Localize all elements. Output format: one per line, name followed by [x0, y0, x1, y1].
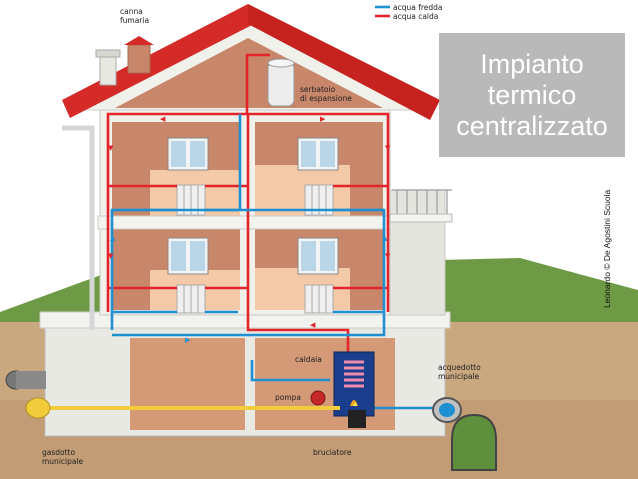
roof-left: [62, 4, 254, 118]
svg-text:▶: ▶: [320, 115, 326, 123]
title-line-3: centralizzato: [456, 110, 608, 141]
label-tank-line1: serbatoio: [300, 85, 336, 94]
label-chimney-line1: canna: [120, 7, 143, 16]
svg-text:▲: ▲: [382, 234, 388, 242]
radiator-lower-left: [176, 284, 206, 314]
radiator-lower-right: [304, 284, 334, 314]
balcony-slab: [389, 213, 453, 223]
expansion-tank-top: [267, 58, 295, 68]
svg-text:▼: ▼: [108, 252, 114, 260]
flow-arrows: ◀ ▶ ▼ ▼ ▼ ▼ ◀: [108, 115, 391, 329]
window-lower-left: [167, 237, 209, 275]
burner-unit: [348, 410, 366, 428]
label-chimney-line2: fumaria: [120, 16, 149, 25]
svg-text:▼: ▼: [385, 252, 391, 260]
svg-text:▲: ▲: [110, 234, 116, 242]
gas-main: [25, 397, 51, 419]
chimney-left: [99, 54, 117, 86]
label-gas-line1: gasdotto: [42, 448, 75, 457]
basement-room-left: [130, 338, 245, 430]
hot-water-pipes: [106, 53, 390, 362]
flow-arrows-cold: ▲ ▲ ▶: [110, 234, 388, 344]
boiler-coil: [344, 360, 364, 388]
aqueduct-pipe-inner: [439, 403, 455, 417]
label-pump: pompa: [275, 393, 301, 402]
label-boiler: caldaia: [295, 355, 322, 364]
label-burner: bruciatore: [313, 448, 352, 457]
window-upper-right: [297, 137, 339, 171]
cold-water-pipes: [110, 114, 440, 410]
svg-text:◀: ◀: [310, 321, 316, 329]
downpipe: [62, 125, 95, 330]
label-aqueduct-line2: municipale: [438, 372, 480, 381]
sewer-tunnel: [451, 413, 497, 471]
legend-label-hot: acqua calda: [393, 12, 438, 21]
title-line-1: Impianto: [480, 48, 584, 79]
label-gas-line2: municipale: [42, 457, 84, 466]
title-box: Impianto termico centralizzato: [439, 33, 625, 157]
svg-text:▶: ▶: [185, 336, 191, 344]
window-upper-left: [167, 137, 209, 171]
credit-text: Leonardo © De Agostini Scuola: [602, 189, 612, 308]
window-lower-right: [297, 237, 339, 275]
chimney-left-cap: [95, 49, 121, 58]
label-tank-line2: di espansione: [300, 94, 352, 103]
attic-wall: [115, 38, 383, 108]
roof-right: [248, 4, 440, 120]
svg-text:▼: ▼: [385, 144, 391, 152]
legend-label-cold: acqua fredda: [393, 3, 443, 12]
floor-slab-1: [97, 215, 395, 230]
gas-main-tube: [16, 371, 46, 389]
room-upper-right-lit: [255, 165, 350, 217]
chimney-right: [127, 44, 151, 74]
title-line-2: termico: [487, 79, 577, 110]
label-aqueduct-line1: acquedotto: [438, 363, 481, 372]
expansion-tank: [267, 61, 295, 107]
svg-text:◀: ◀: [160, 115, 166, 123]
pump-body: [310, 390, 326, 406]
svg-text:▼: ▼: [108, 144, 114, 152]
legend: acqua fredda acqua calda: [375, 3, 443, 21]
chimney-right-cap: [124, 36, 154, 45]
balcony-railing: [392, 189, 452, 214]
burner-flame: [350, 400, 358, 406]
